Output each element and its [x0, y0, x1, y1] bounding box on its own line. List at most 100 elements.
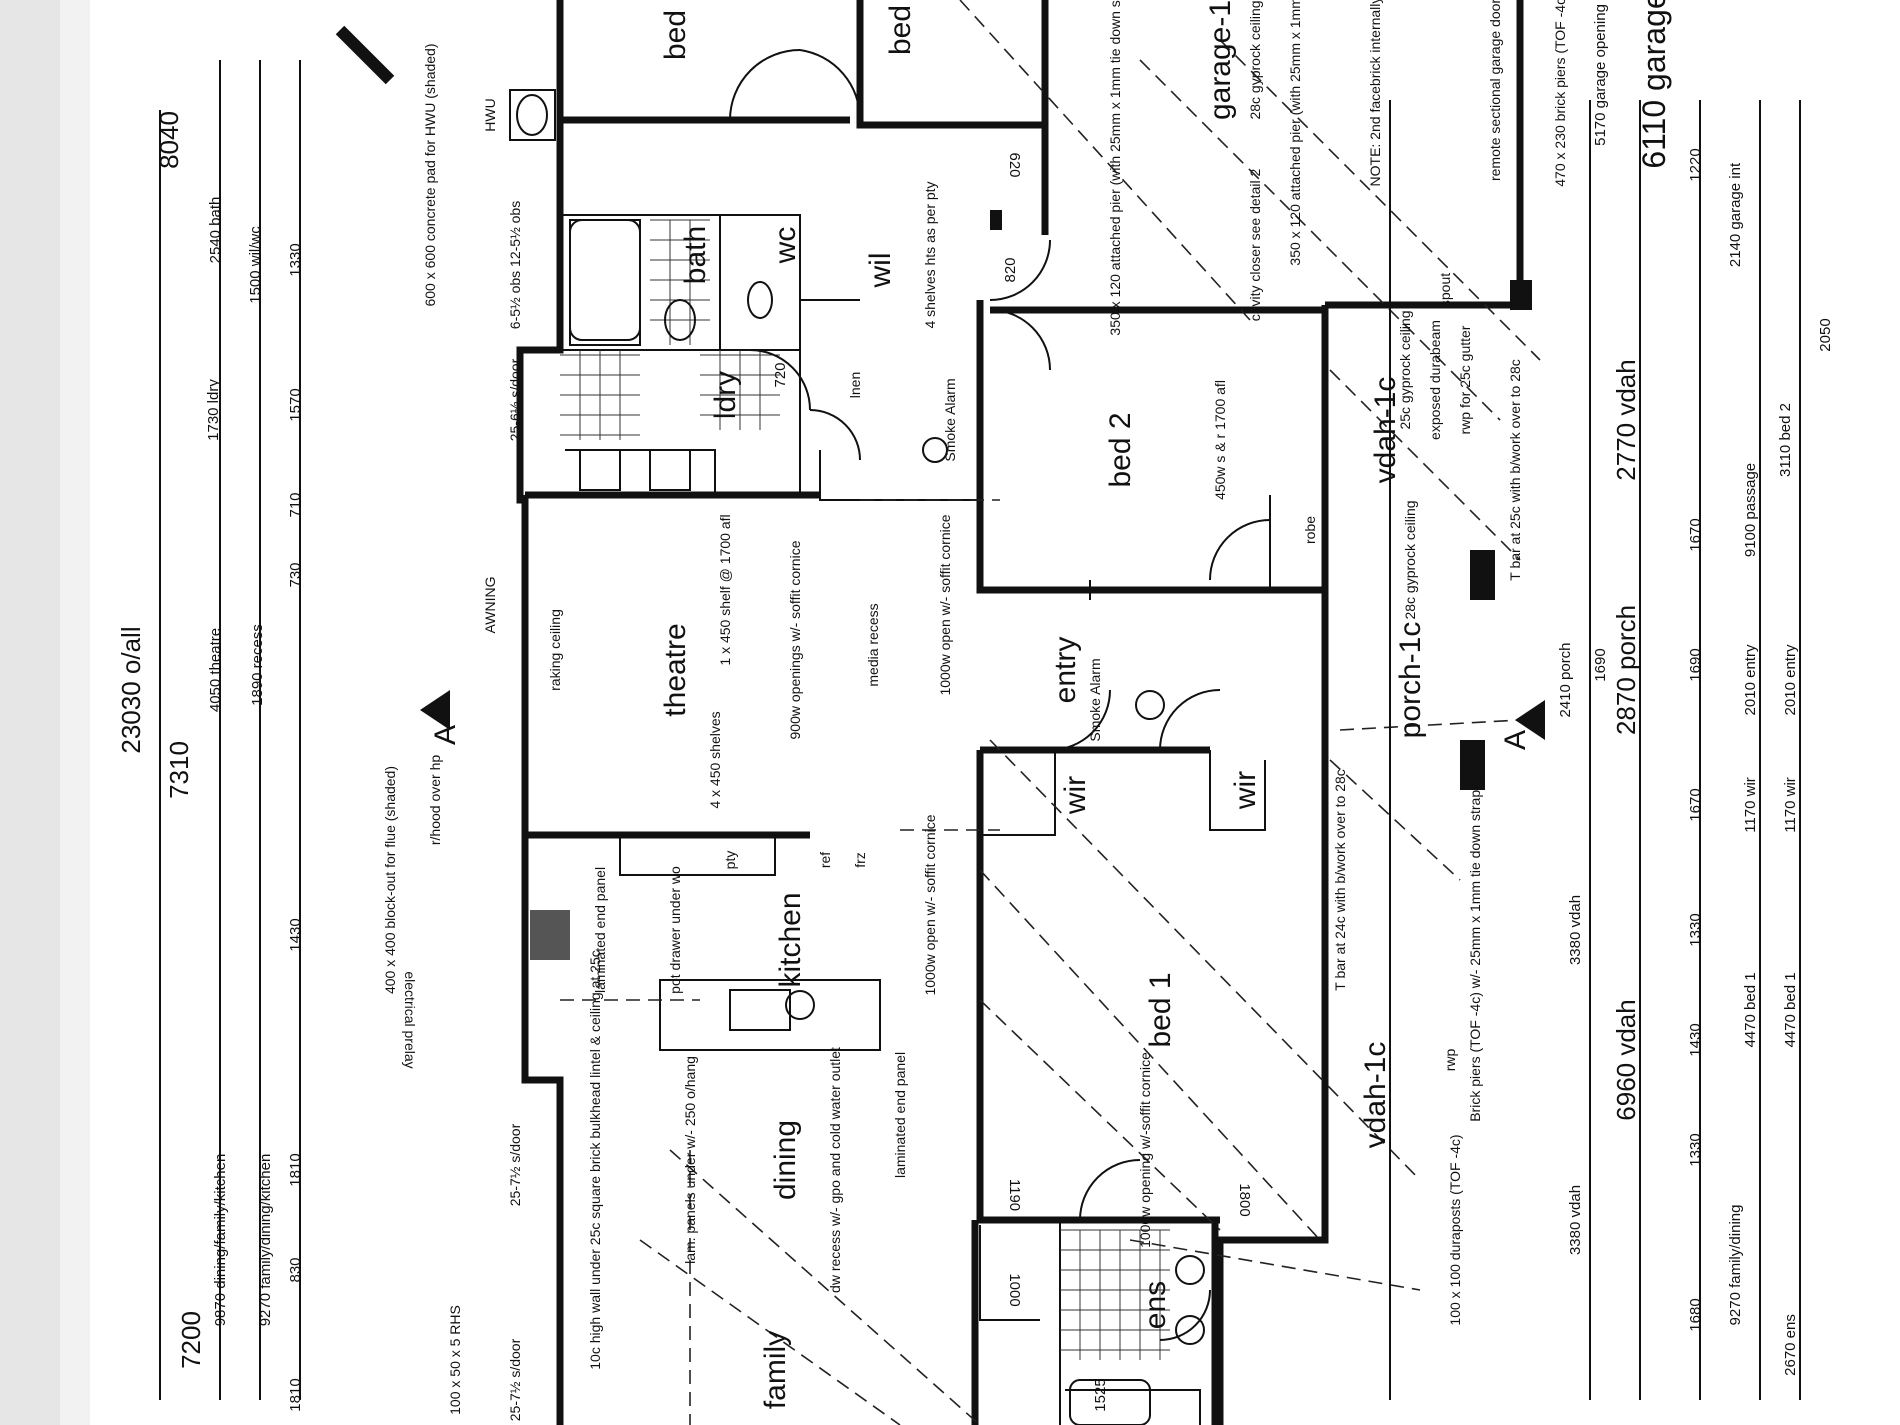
note-openings: 900w openings w/- soffit cornice	[787, 540, 803, 739]
dim-9870: 9870 dining/family/kitchen	[212, 1154, 229, 1327]
scan-shadow	[0, 0, 60, 1425]
room-bed-top: bed	[659, 10, 692, 60]
ens-basin2-icon	[1175, 1315, 1205, 1345]
note-spout: spout	[1437, 273, 1453, 307]
room-ens: ens	[1139, 1281, 1172, 1329]
washing-machine-icon	[579, 449, 621, 491]
dim-620: 620	[1006, 152, 1023, 177]
cooktop-icon	[785, 990, 815, 1020]
note-sdoor-1: 25-6½ s/door	[507, 358, 523, 441]
flue-blockout	[530, 910, 570, 960]
room-bath: bath	[679, 226, 712, 284]
note-blockout: 400 x 400 block-out for flue (shaded)	[382, 766, 398, 994]
note-obs: 6-5½ obs 12-5½ obs	[507, 201, 523, 329]
note-brick-piers: Brick piers (TOF -4c) w/- 25mm x 1mm tie…	[1467, 778, 1483, 1122]
note-pier: 350 x 120 attached pier (with 25mm x 1mm…	[1107, 0, 1123, 336]
dim-2140: 2140 garage int	[1727, 162, 1744, 267]
scan-mark	[335, 25, 395, 85]
note-bed2-robe: 450w s & r 1700 afl	[1212, 380, 1228, 500]
dim-2010: 2010 entry	[1742, 644, 1759, 715]
room-robe: robe	[1302, 516, 1318, 544]
note-hwu-pad: 600 x 600 concrete pad for HWU (shaded)	[422, 43, 438, 306]
dim-1670: 1670	[1687, 518, 1704, 551]
note-sectional: remote sectional garage door	[1487, 0, 1503, 181]
note-cavity: cavity closer see detail 2	[1247, 169, 1263, 322]
dim-1170b: 1170 wir	[1782, 777, 1799, 833]
room-wil: wil	[864, 253, 897, 289]
dim-1680: 1680	[1687, 1298, 1704, 1331]
room-garage: 6110 garage	[1636, 0, 1672, 169]
note-dw: dw recess w/- gpo and cold water outlet	[827, 1047, 843, 1293]
door-swings	[729, 49, 1271, 1341]
note-smoke-alarm: Smoke Alarm	[942, 378, 958, 461]
note-open-1000b: 1000w open w/- soffit cornice	[922, 814, 938, 995]
dim-1330b: 1330	[1687, 913, 1704, 946]
dim-1500: 1500 wil/wc	[247, 226, 264, 304]
note-porch-ceiling: 28c gyprock ceiling	[1402, 500, 1418, 619]
section-markers	[420, 690, 1545, 740]
section-label-a-2: A	[1499, 730, 1532, 750]
note-opening-bed1: 1000w opening w/-soffit cornice	[1137, 1052, 1153, 1248]
note-exposed-durabeam: exposed durabeam	[1427, 320, 1443, 440]
section-marker-arrow-2	[1515, 700, 1545, 740]
dim-7310: 7310	[164, 741, 194, 799]
dim-2770: 2770 vdah	[1611, 359, 1641, 480]
dim-1000: 1000	[1006, 1273, 1023, 1306]
note-vdah-ceiling: 25c gyprock ceiling	[1397, 310, 1413, 429]
dimensions: 23030 o/all 8040 7310 7200 6960 vdah 287…	[116, 4, 1834, 1412]
note-sdoor-3: 25-7½ s/door	[507, 1338, 523, 1421]
brick-pier-2	[1460, 740, 1485, 790]
room-wir-2: wir	[1229, 771, 1262, 810]
dim-overall: 23030 o/all	[116, 626, 146, 753]
dim-4050: 4050 theatre	[207, 628, 224, 712]
note-shelves: 4 shelves hts as per pty	[922, 181, 938, 328]
fixtures	[335, 25, 1532, 1425]
note-theatre-shelf: 1 x 450 shelf @ 1700 afl	[717, 514, 733, 665]
dim-9100: 9100 passage	[1742, 463, 1759, 557]
note-sdoor-2: 25-7½ s/door	[507, 1123, 523, 1206]
dim-730: 730	[287, 562, 304, 587]
note-pot-drawer: pot drawer under wo	[667, 866, 683, 994]
dim-720: 720	[772, 362, 789, 387]
dim-1525: 1525	[1092, 1378, 1109, 1411]
dimension-lines	[159, 60, 1801, 1400]
dim-2010b: 2010 entry	[1782, 644, 1799, 715]
note-rhs: 100 x 50 x 5 RHS	[447, 1305, 463, 1415]
room-bed2: bed 2	[1104, 412, 1137, 487]
note-fascia: NOTE: 2nd facebrick internally to garage	[1367, 0, 1383, 186]
room-bed-top2: bed	[884, 5, 917, 55]
dim-8040: 8040	[154, 111, 184, 169]
dim-1810b: 1810	[287, 1378, 304, 1411]
room-frz: frz	[852, 852, 868, 868]
dim-1690b: 1690	[1687, 648, 1704, 681]
dim-1800: 1800	[1236, 1183, 1253, 1216]
dim-1220: 1220	[1687, 148, 1704, 181]
dim-2410: 2410 porch	[1557, 642, 1574, 717]
note-awning: AWNING	[482, 576, 498, 633]
attached-pier	[990, 210, 1002, 230]
note-tbar-top: T bar at 25c with b/work over to 28c	[1507, 359, 1523, 581]
room-ldry: ldry	[709, 371, 742, 419]
brick-pier	[1470, 550, 1495, 600]
partitions	[560, 214, 1271, 1425]
room-wc: wc	[769, 227, 802, 265]
note-laminated: laminated end panel	[592, 867, 608, 993]
dim-820: 820	[1002, 257, 1019, 282]
dim-1570: 1570	[287, 388, 304, 421]
trough-icon	[649, 449, 691, 491]
note-smoke-alarm-2: Smoke Alarm	[1087, 658, 1103, 741]
hwu-unit	[509, 89, 556, 141]
section-label-a: A	[429, 725, 462, 745]
annotations: Smoke Alarm Smoke Alarm HWU 600 x 600 co…	[382, 0, 1568, 1421]
dim-9270b: 9270 family/dining	[1727, 1205, 1744, 1326]
dim-1430b: 1430	[1687, 1023, 1704, 1056]
smoke-alarm-icon-2	[1135, 690, 1165, 720]
hwu-tank-icon	[516, 94, 548, 136]
dim-7200: 7200	[176, 1311, 206, 1369]
note-lam-panels: lam. panels under w/- 250 o/hang	[682, 1056, 698, 1264]
room-porch: porch-1c	[1394, 622, 1427, 739]
room-pty: pty	[722, 851, 738, 870]
room-entry: entry	[1049, 637, 1082, 704]
dim-710: 710	[287, 492, 304, 517]
